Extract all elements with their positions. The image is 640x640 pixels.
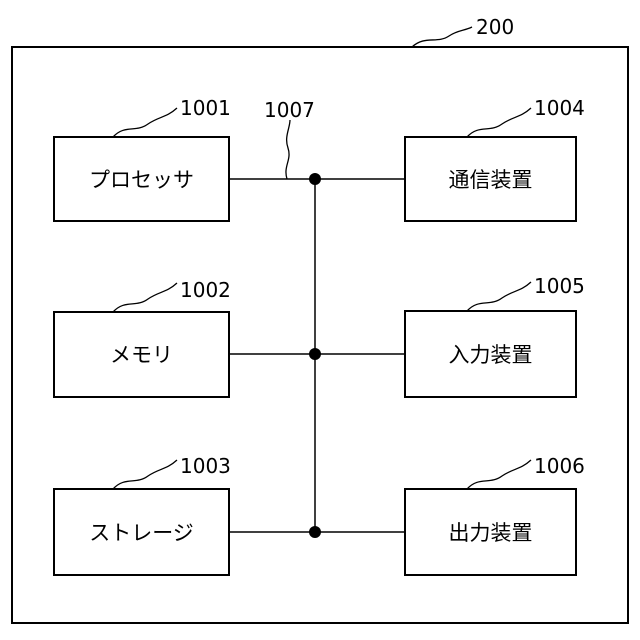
bus-ref-label: 1007 <box>264 98 315 122</box>
output-device-ref-leader <box>467 460 531 489</box>
bus-junction-middle <box>309 348 321 360</box>
comm-device-ref-leader <box>467 108 531 137</box>
processor-label: プロセッサ <box>89 168 194 192</box>
input-device-ref-leader <box>467 282 531 311</box>
input-device-label: 入力装置 <box>449 343 533 367</box>
processor-ref-label: 1001 <box>180 96 231 120</box>
storage-label: ストレージ <box>89 521 194 545</box>
memory-ref-leader <box>113 283 177 312</box>
comm-device-label: 通信装置 <box>449 168 533 192</box>
system-ref-leader <box>412 27 472 47</box>
memory-label: メモリ <box>110 343 173 367</box>
storage-ref-leader <box>113 460 177 489</box>
bus-junction-bottom <box>309 526 321 538</box>
bus-junction-top <box>309 173 321 185</box>
memory-ref-label: 1002 <box>180 278 231 302</box>
system-ref-label: 200 <box>476 15 514 39</box>
storage-ref-label: 1003 <box>180 454 231 478</box>
output-device-label: 出力装置 <box>449 521 533 545</box>
bus-ref-leader <box>286 120 290 179</box>
input-device-ref-label: 1005 <box>534 274 585 298</box>
comm-device-ref-label: 1004 <box>534 96 585 120</box>
processor-ref-leader <box>113 108 177 137</box>
output-device-ref-label: 1006 <box>534 454 585 478</box>
